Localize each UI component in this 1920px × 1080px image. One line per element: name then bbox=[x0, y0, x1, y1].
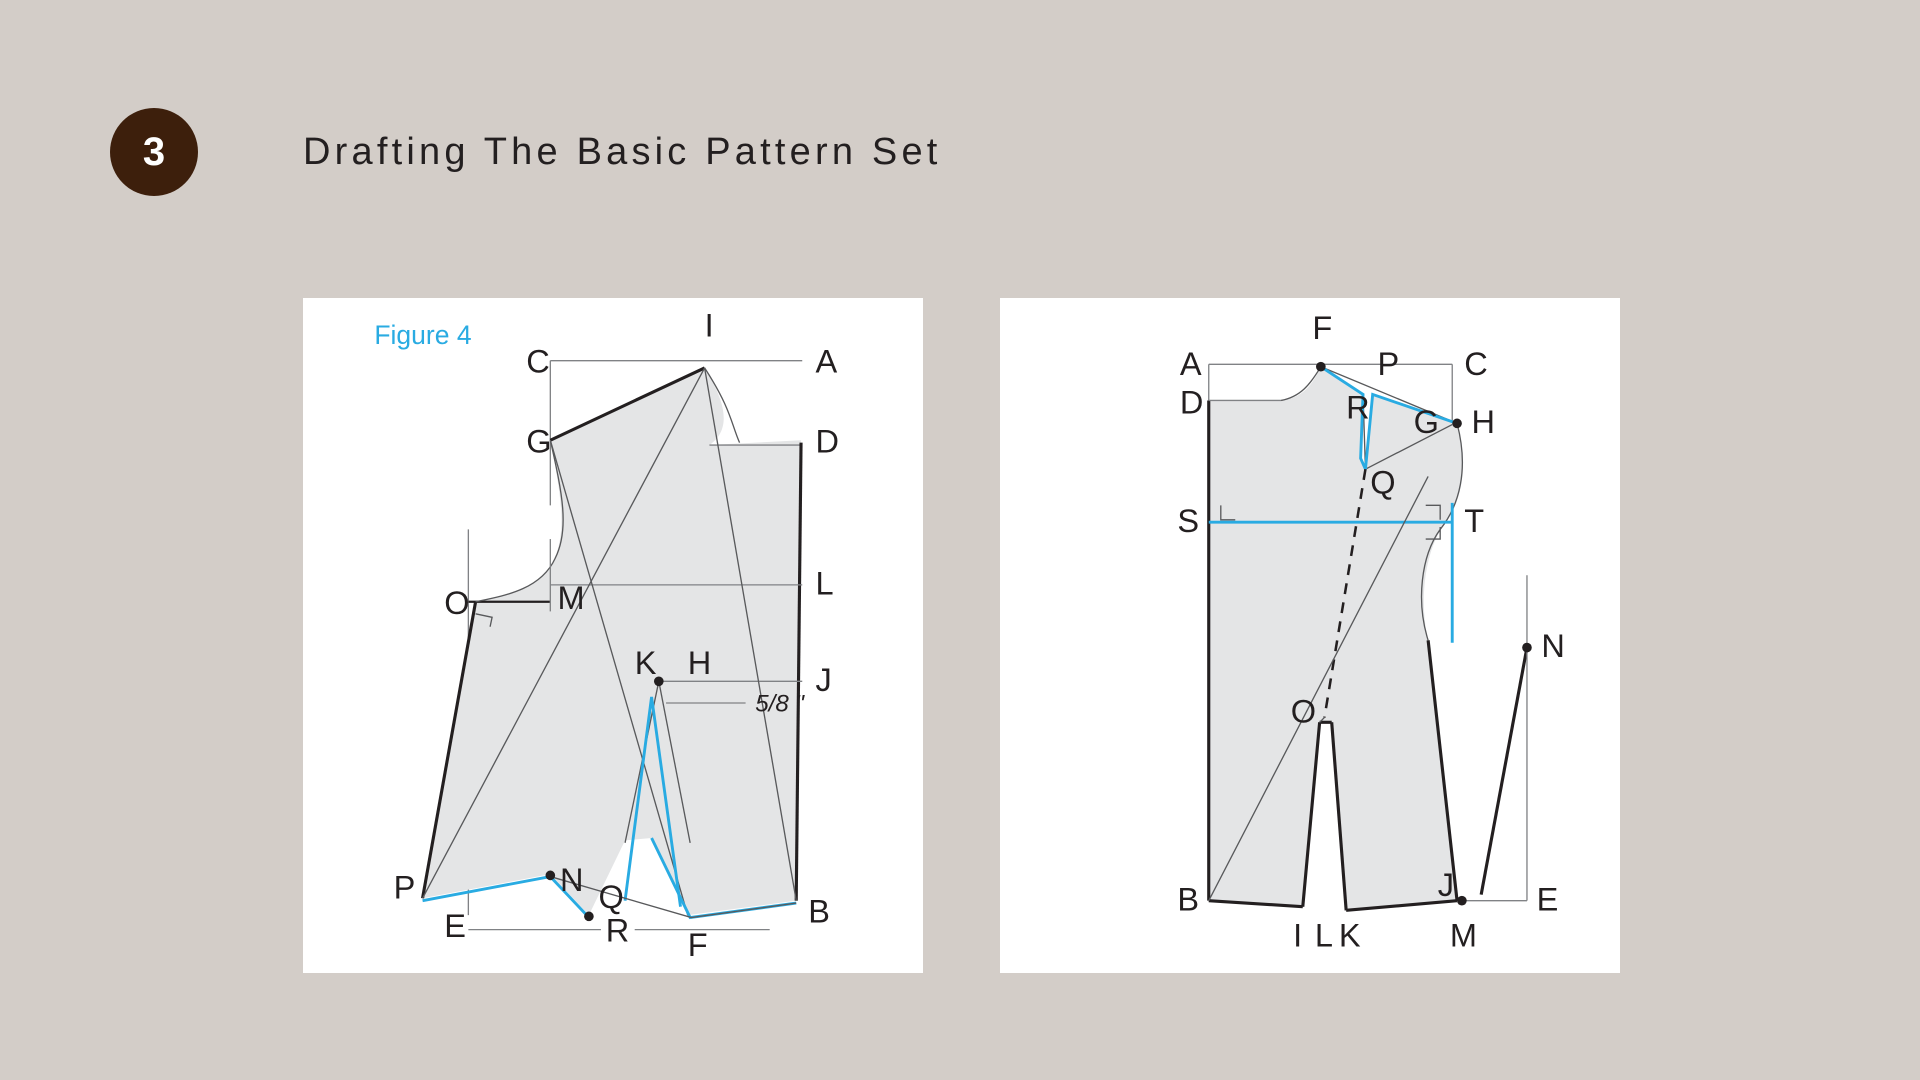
hipline-blue bbox=[1208, 502, 1454, 643]
point-label-E: E bbox=[444, 908, 466, 944]
point-label-A: A bbox=[816, 344, 838, 380]
point-label-T-right: T bbox=[1464, 503, 1484, 539]
pattern-outline bbox=[421, 366, 803, 901]
point-label-H: H bbox=[688, 645, 712, 681]
point-label-C: C bbox=[526, 344, 550, 380]
point-label-R-right: R bbox=[1346, 390, 1370, 426]
point-label-I-right: I bbox=[1293, 917, 1302, 953]
step-number-badge: 3 bbox=[110, 108, 198, 196]
measurement-indicator: 5/8 " bbox=[666, 690, 805, 717]
point-label-D-right: D bbox=[1180, 385, 1204, 421]
measurement-label: 5/8 " bbox=[755, 690, 805, 717]
point-label-H-right: H bbox=[1472, 404, 1496, 440]
baseline-gray bbox=[468, 875, 797, 931]
point-label-S-right: S bbox=[1177, 503, 1199, 539]
diagonal-construction bbox=[1208, 476, 1429, 901]
point-label-K: K bbox=[635, 645, 657, 681]
point-label-F: F bbox=[688, 927, 708, 963]
point-label-L: L bbox=[816, 566, 834, 602]
point-label-G: G bbox=[526, 423, 551, 459]
armhole-notch bbox=[704, 367, 802, 446]
figure-4-labels: C I A G D L M O K H J P N Q E R F B bbox=[394, 308, 839, 964]
dart-blue-right bbox=[1320, 365, 1458, 470]
dashed-guide-line bbox=[1323, 468, 1367, 718]
point-markers bbox=[545, 676, 664, 922]
page-header: 3 Drafting The Basic Pattern Set bbox=[110, 108, 942, 196]
bodice-pattern-fill bbox=[422, 367, 802, 916]
right-angle-marks bbox=[1220, 504, 1441, 540]
armscye-curve bbox=[475, 440, 564, 603]
trouser-pattern-fill bbox=[1208, 366, 1463, 911]
right-angle-mark-o bbox=[475, 613, 493, 627]
figure-5-diagram: A F P C D R G H Q S T N O B I L K J E M bbox=[1177, 310, 1565, 953]
point-label-J: J bbox=[816, 662, 832, 698]
point-label-R: R bbox=[606, 913, 630, 949]
point-label-M: M bbox=[558, 580, 585, 616]
figure-caption: Figure 4 bbox=[374, 320, 471, 350]
point-label-A-right: A bbox=[1180, 346, 1202, 382]
point-label-L-right: L bbox=[1315, 917, 1333, 953]
construction-diagonals bbox=[421, 367, 797, 916]
point-label-P: P bbox=[394, 869, 416, 905]
point-label-O-right: O bbox=[1291, 693, 1316, 729]
point-label-N-right: N bbox=[1541, 628, 1565, 664]
point-label-E-right: E bbox=[1537, 881, 1559, 917]
figure-card-left: Figure 4 bbox=[303, 298, 923, 973]
point-label-C-right: C bbox=[1464, 346, 1488, 382]
trouser-outline bbox=[1207, 399, 1459, 912]
figure-card-right: A F P C D R G H Q S T N O B I L K J E M bbox=[1000, 298, 1620, 973]
dart-blue bbox=[623, 681, 691, 907]
point-markers-right bbox=[1316, 361, 1532, 906]
point-label-K-right: K bbox=[1339, 917, 1361, 953]
point-label-J-right: J bbox=[1438, 867, 1454, 903]
point-label-Q-right: Q bbox=[1370, 464, 1395, 500]
point-label-G-right: G bbox=[1414, 404, 1439, 440]
point-label-O: O bbox=[444, 585, 469, 621]
point-label-F-right: F bbox=[1312, 310, 1332, 346]
point-label-Q: Q bbox=[599, 879, 624, 915]
point-label-N: N bbox=[560, 862, 584, 898]
point-label-B-right: B bbox=[1177, 881, 1199, 917]
side-panel-right bbox=[1461, 575, 1529, 902]
point-label-D: D bbox=[816, 423, 840, 459]
point-label-B: B bbox=[808, 893, 830, 929]
point-label-I: I bbox=[705, 308, 714, 344]
figure-5-labels: A F P C D R G H Q S T N O B I L K J E M bbox=[1177, 310, 1565, 953]
point-label-P-right: P bbox=[1378, 346, 1400, 382]
page-title: Drafting The Basic Pattern Set bbox=[303, 130, 942, 173]
point-label-M-right: M bbox=[1450, 917, 1477, 953]
figure-4-diagram: Figure 4 bbox=[374, 308, 839, 964]
